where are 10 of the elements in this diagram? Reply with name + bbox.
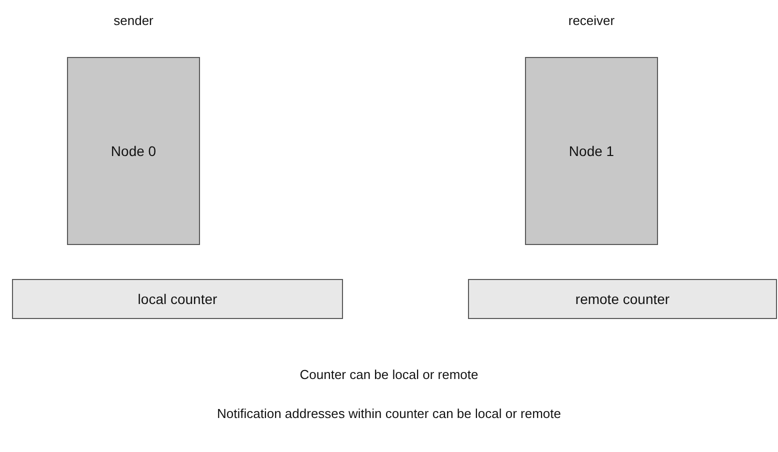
counter-box	[12, 279, 343, 319]
node-label: local counter	[138, 291, 218, 307]
node-label: Node 0	[110, 143, 156, 159]
note-text: Counter can be local or remote	[298, 367, 480, 382]
counter-box	[468, 279, 777, 319]
node-label: Node 1	[568, 143, 614, 159]
node-label: remote counter	[575, 291, 670, 307]
node-heading: receiver	[567, 13, 616, 28]
note-text: Notification addresses within counter can be local or remote	[216, 406, 562, 421]
node-heading: sender	[112, 13, 154, 28]
